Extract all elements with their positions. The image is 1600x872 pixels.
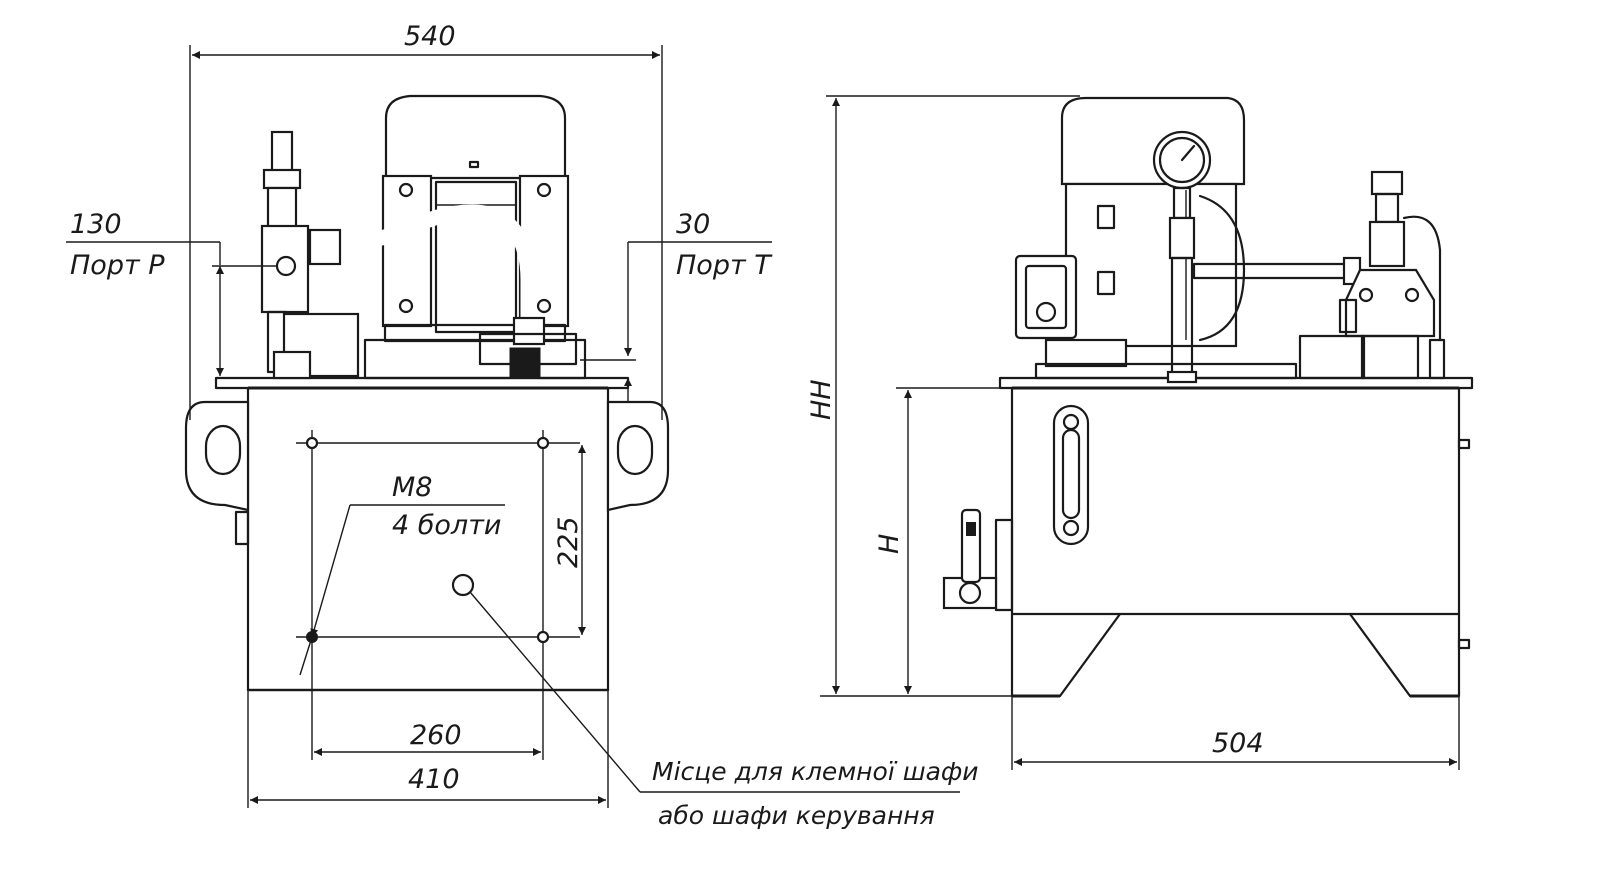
cabinet-note-line1: Місце для клемної шафи	[652, 757, 979, 786]
cabinet-location-marker	[451, 573, 475, 597]
pressure-gauge-icon	[1152, 130, 1212, 384]
front-valve-block	[260, 130, 360, 380]
bolt-callout: M8 4 болти	[299, 472, 505, 676]
dim-side-width: 504	[1011, 660, 1460, 770]
drain-valve	[942, 508, 1014, 612]
cabinet-note: Місце для клемної шафи або шафи керуванн…	[469, 591, 979, 830]
cabinet-note-line2: або шафи керування	[658, 801, 935, 830]
base-width-label: 410	[408, 764, 460, 795]
tank-height-label: H	[874, 534, 905, 554]
dim-bolt-horizontal: 260	[314, 720, 541, 756]
dim-base-width: 410	[247, 690, 609, 808]
sight-glass	[1052, 404, 1090, 546]
side-motor	[1014, 96, 1298, 380]
bolt-count-label: 4 болти	[392, 510, 501, 541]
dim-overall-width: 540	[189, 21, 663, 420]
bolt-hole	[536, 436, 550, 450]
dim-overall-width-label: 540	[404, 21, 456, 52]
side-tank	[998, 376, 1474, 698]
side-view: HH H 504	[806, 95, 1474, 770]
dim-port-p: 130 Порт P	[66, 209, 276, 376]
front-return-fitting	[478, 332, 578, 379]
overall-height-label: HH	[806, 379, 837, 420]
bolt-spacing-horizontal-label: 260	[410, 720, 462, 751]
dim-tank-height: H	[874, 387, 1012, 694]
dim-overall-height: HH	[806, 95, 1080, 697]
bolt-pattern	[296, 430, 580, 760]
bolt-size-label: M8	[392, 472, 432, 503]
port-p-offset-label: 130	[70, 209, 122, 240]
port-t-offset-label: 30	[676, 209, 710, 240]
bolt-spacing-vertical-label: 225	[553, 516, 584, 568]
front-hose	[308, 204, 546, 346]
dim-bolt-vertical: 225	[553, 445, 586, 635]
front-view: 540 130 Порт P 30 Порт T M8 4 болти	[66, 21, 979, 830]
lifting-lug-left	[184, 400, 250, 512]
port-p-name-label: Порт P	[70, 250, 165, 281]
side-width-label: 504	[1212, 728, 1264, 759]
lifting-lug-right	[606, 400, 670, 512]
port-t-name-label: Порт T	[676, 250, 773, 281]
bolt-hole	[536, 630, 550, 644]
bolt-hole	[305, 436, 319, 450]
side-valve-block	[1298, 170, 1446, 380]
dim-port-t: 30 Порт T	[580, 209, 773, 402]
